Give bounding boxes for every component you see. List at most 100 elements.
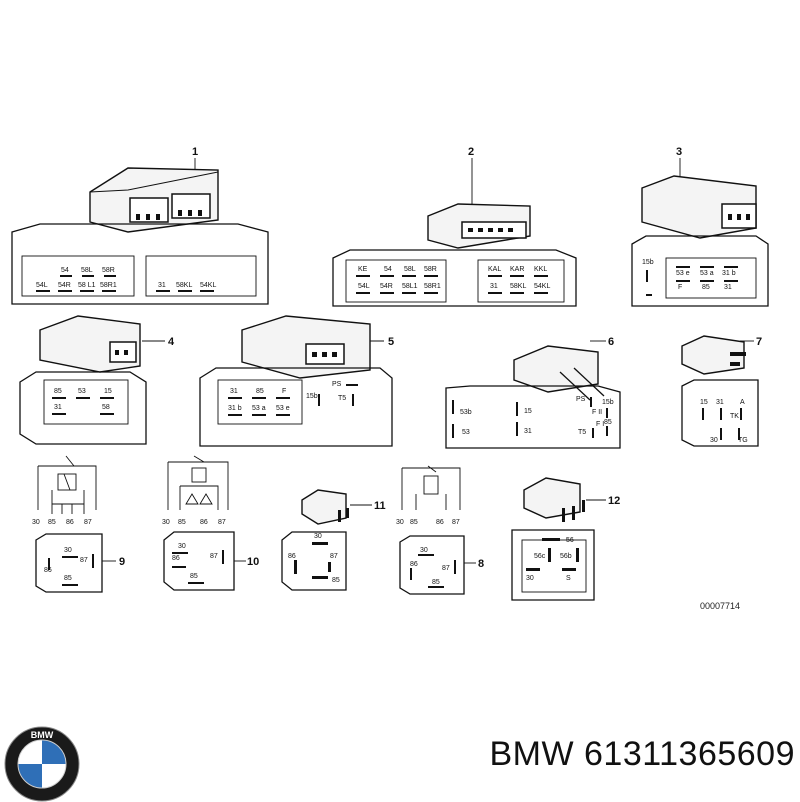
callout-6: 6 xyxy=(608,336,614,348)
svg-text:F: F xyxy=(282,388,286,395)
bmw-logo: BMW xyxy=(4,726,80,802)
svg-text:58L1: 58L1 xyxy=(402,283,418,290)
svg-text:F II: F II xyxy=(592,409,602,416)
relay-7: 7 15 31 A TK 30 TG xyxy=(681,335,762,447)
svg-text:86: 86 xyxy=(288,553,296,560)
svg-text:58R: 58R xyxy=(424,266,437,273)
svg-text:85: 85 xyxy=(256,388,264,395)
svg-text:31 b: 31 b xyxy=(722,270,736,277)
svg-text:54KL: 54KL xyxy=(200,282,216,289)
relay-3: 3 15b 53 e 53 a 31 b F 85 31 xyxy=(631,146,769,307)
svg-text:30: 30 xyxy=(178,543,186,550)
svg-text:85: 85 xyxy=(190,573,198,580)
relay-10: 30 85 86 87 30 86 87 85 10 xyxy=(162,455,259,591)
relay-11: 11 30 86 87 85 xyxy=(281,489,386,591)
part-number-caption: BMW 61311365609 xyxy=(489,735,795,773)
svg-text:30: 30 xyxy=(314,533,322,540)
svg-text:15b: 15b xyxy=(306,393,318,400)
drawing-reference-number: 00007714 xyxy=(700,601,741,611)
callout-4: 4 xyxy=(168,336,175,348)
svg-text:85: 85 xyxy=(64,575,72,582)
svg-text:30: 30 xyxy=(420,547,428,554)
svg-text:54: 54 xyxy=(61,267,69,274)
svg-text:53: 53 xyxy=(78,388,86,395)
svg-text:F I: F I xyxy=(596,421,604,428)
svg-text:30: 30 xyxy=(162,519,170,526)
svg-text:TK: TK xyxy=(730,413,739,420)
svg-text:30: 30 xyxy=(710,437,718,444)
svg-text:87: 87 xyxy=(452,519,460,526)
svg-text:31: 31 xyxy=(158,282,166,289)
svg-text:KAL: KAL xyxy=(488,266,501,273)
svg-text:86: 86 xyxy=(66,519,74,526)
svg-text:87: 87 xyxy=(218,519,226,526)
svg-text:KE: KE xyxy=(358,266,368,273)
svg-text:56b: 56b xyxy=(560,553,572,560)
svg-text:30: 30 xyxy=(32,519,40,526)
svg-text:15b: 15b xyxy=(642,259,654,266)
svg-text:31: 31 xyxy=(490,283,498,290)
svg-text:15: 15 xyxy=(524,408,532,415)
svg-text:87: 87 xyxy=(442,565,450,572)
svg-text:15: 15 xyxy=(700,399,708,406)
callout-5: 5 xyxy=(388,336,394,348)
svg-text:TG: TG xyxy=(738,437,748,444)
svg-text:86: 86 xyxy=(436,519,444,526)
svg-text:87: 87 xyxy=(84,519,92,526)
svg-text:54L: 54L xyxy=(358,283,370,290)
svg-text:56: 56 xyxy=(566,537,574,544)
svg-text:86: 86 xyxy=(200,519,208,526)
svg-text:87: 87 xyxy=(330,553,338,560)
svg-text:87: 87 xyxy=(210,553,218,560)
svg-text:F: F xyxy=(678,284,682,291)
svg-text:53: 53 xyxy=(462,429,470,436)
svg-text:31: 31 xyxy=(724,284,732,291)
svg-text:56c: 56c xyxy=(534,553,546,560)
svg-text:58: 58 xyxy=(102,404,110,411)
svg-text:53 a: 53 a xyxy=(252,405,266,412)
svg-text:T5: T5 xyxy=(338,395,346,402)
svg-text:KAR: KAR xyxy=(510,266,524,273)
svg-text:87: 87 xyxy=(80,557,88,564)
svg-text:58L: 58L xyxy=(81,267,93,274)
relay-12: 12 56 56c 56b 30 S xyxy=(511,477,620,601)
svg-text:85: 85 xyxy=(702,284,710,291)
svg-text:31: 31 xyxy=(716,399,724,406)
logo-lettering: BMW xyxy=(31,730,54,740)
svg-text:58R1: 58R1 xyxy=(424,283,441,290)
svg-text:86: 86 xyxy=(44,567,52,574)
callout-1: 1 xyxy=(192,146,198,158)
callout-8: 8 xyxy=(478,558,484,570)
callout-3: 3 xyxy=(676,146,682,158)
svg-text:54: 54 xyxy=(384,266,392,273)
svg-text:53 e: 53 e xyxy=(276,405,290,412)
callout-12: 12 xyxy=(608,495,620,507)
svg-text:54KL: 54KL xyxy=(534,283,550,290)
callout-11: 11 xyxy=(374,500,386,512)
svg-text:58 L1: 58 L1 xyxy=(78,282,96,289)
svg-text:30: 30 xyxy=(64,547,72,554)
relay-8: 30 85 86 87 30 86 87 85 8 xyxy=(396,465,484,595)
svg-text:86: 86 xyxy=(172,555,180,562)
svg-text:A: A xyxy=(740,399,745,406)
svg-text:85: 85 xyxy=(332,577,340,584)
callout-9: 9 xyxy=(119,556,125,568)
svg-text:PS: PS xyxy=(332,381,342,388)
svg-text:58R1: 58R1 xyxy=(100,282,117,289)
svg-text:15b: 15b xyxy=(602,399,614,406)
callout-2: 2 xyxy=(468,146,474,158)
relay-6: 6 53b 53 15 31 PS F II 15b F I 85 T5 xyxy=(445,336,621,449)
svg-text:54R: 54R xyxy=(380,283,393,290)
relay-5: 5 31 85 F 31 b 53 a 53 e 15b PS T5 xyxy=(199,315,394,447)
svg-text:86: 86 xyxy=(410,561,418,568)
svg-text:85: 85 xyxy=(54,388,62,395)
svg-text:85: 85 xyxy=(178,519,186,526)
callout-10: 10 xyxy=(247,556,259,568)
svg-text:T5: T5 xyxy=(578,429,586,436)
svg-text:85: 85 xyxy=(604,419,612,426)
svg-text:30: 30 xyxy=(526,575,534,582)
svg-text:31: 31 xyxy=(54,404,62,411)
svg-text:S: S xyxy=(566,575,571,582)
relay-1: 1 54 58L 58R 54L 54R 58 L1 58R1 31 58KL … xyxy=(11,146,269,305)
svg-text:15: 15 xyxy=(104,388,112,395)
